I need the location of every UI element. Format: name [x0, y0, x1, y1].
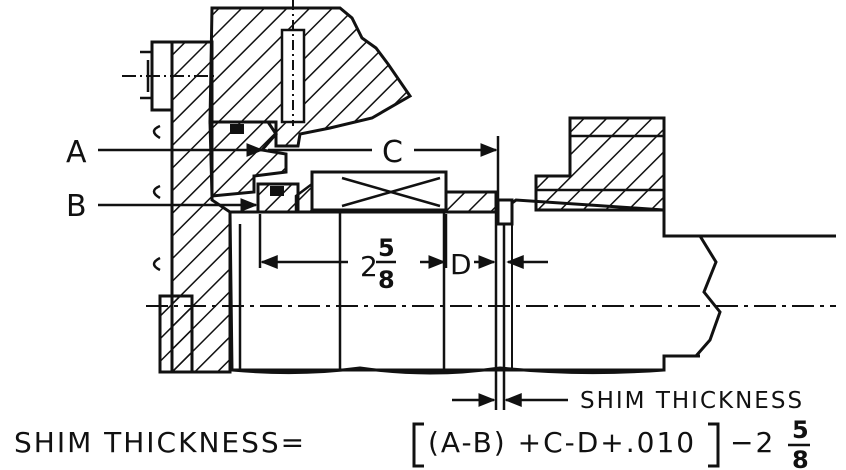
formula-fraction-numerator: 5	[792, 416, 809, 444]
roller-bearing	[294, 170, 448, 214]
formula-fraction-denominator: 8	[792, 446, 809, 470]
dimension-lines	[98, 136, 568, 407]
dimension-fraction-numerator: 5	[378, 234, 395, 262]
label-b: B	[66, 189, 87, 224]
shim-formula: SHIM THICKNESS= (A-B) +C-D+.010 −2 5 8	[14, 416, 810, 470]
formula-body: (A-B) +C-D+.010	[428, 426, 696, 459]
end-cover	[122, 40, 232, 374]
dimension-whole: 2	[360, 250, 378, 283]
shaft	[146, 198, 836, 410]
label-a: A	[66, 135, 87, 170]
formula-lhs: SHIM THICKNESS=	[14, 426, 306, 459]
formula-minus: −2	[730, 426, 775, 459]
label-d: D	[450, 248, 472, 281]
shim-thickness-callout: SHIM THICKNESS	[580, 388, 804, 414]
upper-housing	[208, 0, 413, 148]
right-housing	[534, 116, 666, 212]
spacer-ring	[444, 190, 514, 226]
label-c: C	[382, 135, 403, 170]
dimension-fraction-denominator: 8	[378, 266, 395, 294]
